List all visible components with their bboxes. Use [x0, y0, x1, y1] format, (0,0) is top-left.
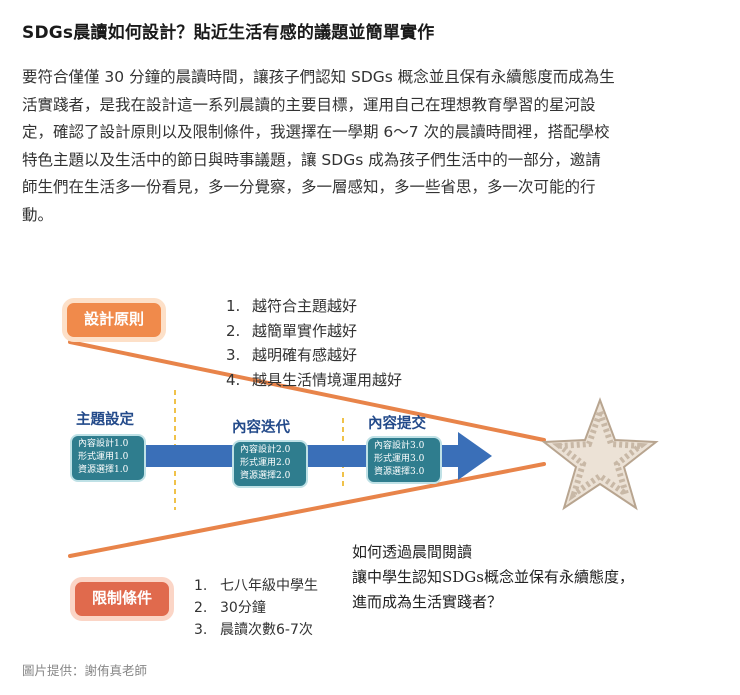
stage-line: 內容設計2.0 [240, 445, 291, 455]
stage-line: 內容設計3.0 [374, 441, 425, 451]
body-line: 師生們在生活多一份看見，多一分覺察，多一層感知，多一些省思，多一次可能的行 [22, 178, 596, 196]
body-line: 特色主題以及生活中的節日與時事議題，讓 SDGs 成為孩子們生活中的一部分，邀請 [22, 150, 601, 169]
funnel-top-line [68, 340, 546, 442]
stage-line: 形式運用2.0 [240, 458, 291, 468]
guiding-question: 如何透過晨間閱讀 讓中學生認知SDGs概念並保有永續態度， 進而成為生活實踐者？ [352, 540, 634, 615]
list-item: 3.晨讀次數6-7次 [194, 622, 313, 638]
stage-box-3: 內容設計3.0 形式運用3.0 資源選擇3.0 [366, 436, 442, 484]
design-diagram: 設計原則 1.越符合主題越好 2.越簡單實作越好 3.越明確有感越好 4.越具生… [0, 290, 740, 660]
list-item: 1.越符合主題越好 [226, 297, 358, 315]
question-line: 如何透過晨間閱讀 [352, 543, 473, 561]
question-line: 進而成為生活實踐者？ [352, 593, 503, 611]
list-item: 3.越明確有感越好 [226, 346, 358, 364]
body-line: 動。 [22, 205, 54, 224]
image-credit: 圖片提供：謝侑真老師 [22, 663, 148, 678]
design-principles-list: 1.越符合主題越好 2.越簡單實作越好 3.越明確有感越好 4.越具生活情境運用… [226, 294, 402, 392]
diagram-graphics [68, 340, 659, 558]
list-item: 1.七八年級中學生 [194, 578, 318, 594]
stage-title-content-iteration: 內容迭代 [232, 420, 290, 436]
body-line: 活實踐者，是我在設計這一系列晨讀的主要目標，運用自己在理想教育學習的星河設 [22, 95, 596, 114]
stage-line: 形式運用1.0 [78, 452, 129, 462]
funnel-bottom-line [68, 462, 546, 558]
question-line: 讓中學生認知SDGs概念並保有永續態度， [352, 568, 634, 586]
list-item: 4.越具生活情境運用越好 [226, 370, 403, 389]
stage-line: 內容設計1.0 [78, 439, 129, 449]
stage-line: 資源選擇1.0 [78, 465, 129, 475]
stage-title-content-submission: 內容提交 [368, 416, 426, 432]
article-title: SDGs晨讀如何設計？貼近生活有感的議題並簡單實作 [22, 23, 435, 43]
list-item: 2.越簡單實作越好 [226, 321, 358, 340]
constraints-list: 1.七八年級中學生 2.30分鐘 3.晨讀次數6-7次 [194, 575, 318, 641]
body-line: 定，確認了設計原則以及限制條件，我選擇在一學期 6～7 次的晨讀時間裡，搭配學校 [22, 123, 610, 141]
stage-box-1: 內容設計1.0 形式運用1.0 資源選擇1.0 [70, 434, 146, 482]
stage-line: 資源選擇3.0 [374, 467, 425, 477]
stage-box-2: 內容設計2.0 形式運用2.0 資源選擇2.0 [232, 440, 308, 488]
design-principles-badge: 設計原則 [62, 298, 166, 342]
progress-arrow-head [458, 432, 492, 480]
article-body: 要符合僅僅 30 分鐘的晨讀時間，讓孩子們認知 SDGs 概念並且保有永續態度而… [22, 64, 712, 229]
body-line: 要符合僅僅 30 分鐘的晨讀時間，讓孩子們認知 SDGs 概念並且保有永續態度而… [22, 68, 615, 86]
list-item: 2.30分鐘 [194, 600, 266, 616]
stage-title-topic-setting: 主題設定 [76, 412, 134, 428]
star-icon [541, 397, 659, 511]
stage-line: 形式運用3.0 [374, 454, 425, 464]
constraints-badge: 限制條件 [70, 577, 174, 621]
stage-line: 資源選擇2.0 [240, 471, 291, 481]
